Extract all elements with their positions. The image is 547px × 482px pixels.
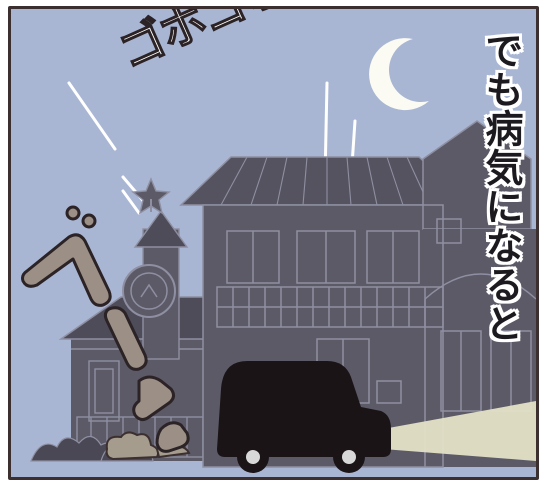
- manga-panel: ゴホゴホ ブー でも病気になると: [8, 6, 539, 480]
- narration-text: でも病気になると: [479, 31, 523, 343]
- headlight-beam: [383, 401, 536, 461]
- night-scene-illustration: [11, 9, 536, 477]
- sfx-boo-glyph: [21, 205, 190, 453]
- clock-tower: [122, 177, 189, 360]
- car: [217, 361, 391, 473]
- crescent-moon-icon: [369, 38, 429, 111]
